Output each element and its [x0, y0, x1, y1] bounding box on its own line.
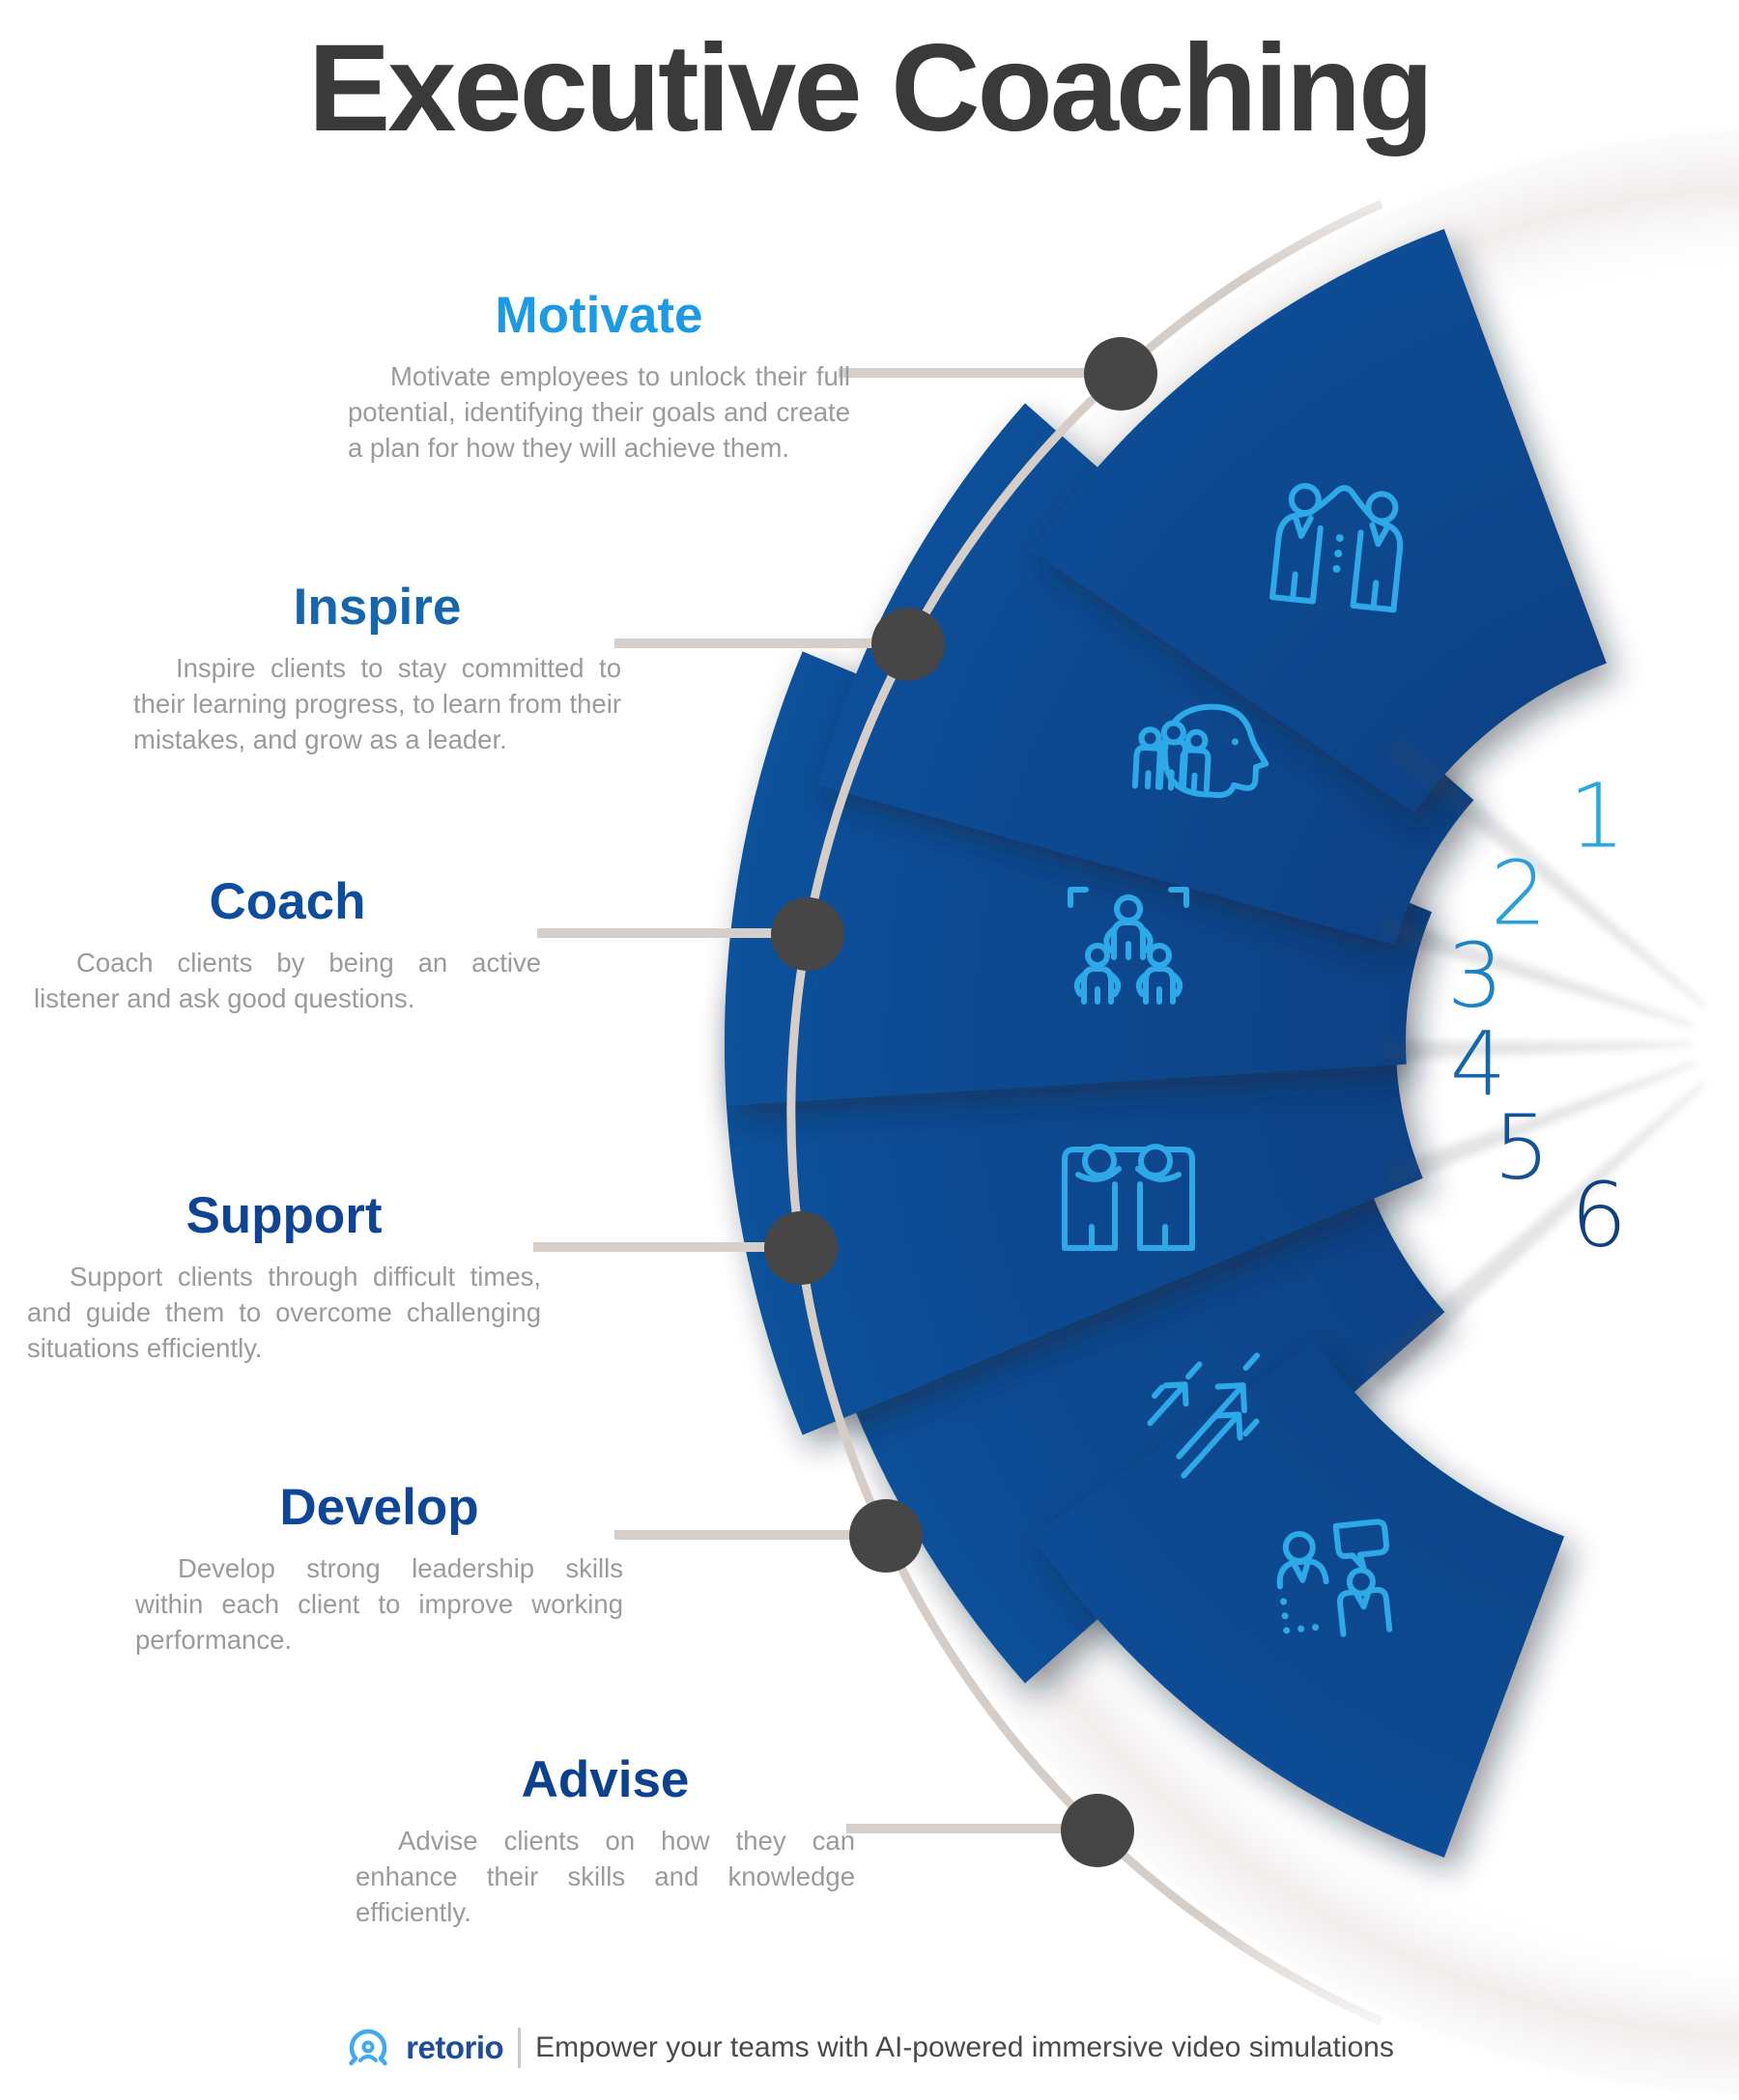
section-advise: Advise Advise clients on how they can en… — [356, 1750, 855, 1930]
crease-5 — [1363, 1080, 1707, 1387]
team-focus-icon — [1068, 887, 1189, 1005]
step-number-4: 4 — [1450, 1013, 1507, 1117]
connector-inspire — [614, 639, 908, 648]
connector-support — [533, 1242, 801, 1252]
section-title-inspire: Inspire — [293, 579, 462, 636]
step-number-6: 6 — [1571, 1164, 1628, 1267]
step-number-2: 2 — [1491, 842, 1548, 946]
connector-develop — [614, 1530, 886, 1540]
high-five-icon — [1269, 483, 1404, 613]
section-title-coach: Coach — [209, 873, 366, 930]
crease-2 — [1377, 915, 1695, 1028]
dot-coach — [771, 897, 844, 971]
section-inspire: Inspire Inspire clients to stay committe… — [133, 578, 621, 757]
step-number-3: 3 — [1447, 924, 1504, 1028]
section-coach: Coach Coach clients by being an active l… — [34, 872, 541, 1016]
paper-creases — [1363, 735, 1707, 1387]
dot-inspire — [871, 608, 945, 681]
section-body-develop: Develop strong leadership skills within … — [135, 1553, 623, 1655]
fan-blades — [725, 229, 1607, 1858]
connector-lines — [533, 368, 1121, 1833]
retorio-logo-icon — [349, 2029, 387, 2066]
dot-advise — [1061, 1794, 1134, 1867]
crease-1 — [1384, 735, 1706, 1007]
section-motivate: Motivate Motivate employees to unlock th… — [348, 286, 850, 466]
fan-blade-1 — [1032, 229, 1607, 814]
step-number-5: 5 — [1494, 1096, 1551, 1200]
section-body-inspire: Inspire clients to stay committed to the… — [133, 653, 621, 754]
section-title-support: Support — [185, 1187, 383, 1244]
blade-icons — [1062, 483, 1404, 1637]
footer-divider — [518, 2028, 522, 2068]
connector-advise — [846, 1824, 1098, 1833]
section-support: Support Support clients through difficul… — [27, 1186, 541, 1366]
dot-motivate — [1084, 337, 1157, 411]
fan-blade-6 — [1032, 1341, 1565, 1858]
section-body-motivate: Motivate employees to unlock their full … — [348, 361, 850, 463]
shoulder-support-icon — [1062, 1144, 1195, 1251]
section-body-support: Support clients through difficult times,… — [27, 1262, 541, 1363]
dot-develop — [849, 1499, 923, 1573]
section-develop: Develop Develop strong leadership skills… — [135, 1478, 623, 1658]
timeline-dots — [764, 337, 1157, 1867]
connector-coach — [537, 928, 808, 938]
crease-4 — [1383, 1062, 1696, 1189]
brand-name: retorio — [406, 2029, 504, 2065]
step-number-1: 1 — [1569, 765, 1626, 868]
fan-blade-2 — [817, 403, 1474, 946]
mentor-head-icon — [1131, 703, 1269, 799]
connector-motivate — [839, 368, 1121, 378]
section-title-develop: Develop — [279, 1479, 479, 1536]
consult-chat-icon — [1276, 1518, 1393, 1637]
crease-3 — [1382, 1040, 1692, 1062]
step-numbers: 1 2 3 4 5 6 — [1447, 765, 1628, 1267]
section-title-motivate: Motivate — [495, 287, 703, 344]
growth-arrows-icon — [1147, 1352, 1260, 1479]
section-title-advise: Advise — [521, 1751, 690, 1808]
footer-tagline: Empower your teams with AI-powered immer… — [535, 2031, 1394, 2063]
page-title: Executive Coaching — [307, 19, 1434, 157]
footer: retorio Empower your teams with AI-power… — [0, 2025, 1739, 2071]
dot-support — [764, 1211, 838, 1285]
section-body-advise: Advise clients on how they can enhance t… — [356, 1826, 855, 1927]
section-body-coach: Coach clients by being an active listene… — [34, 948, 541, 1013]
